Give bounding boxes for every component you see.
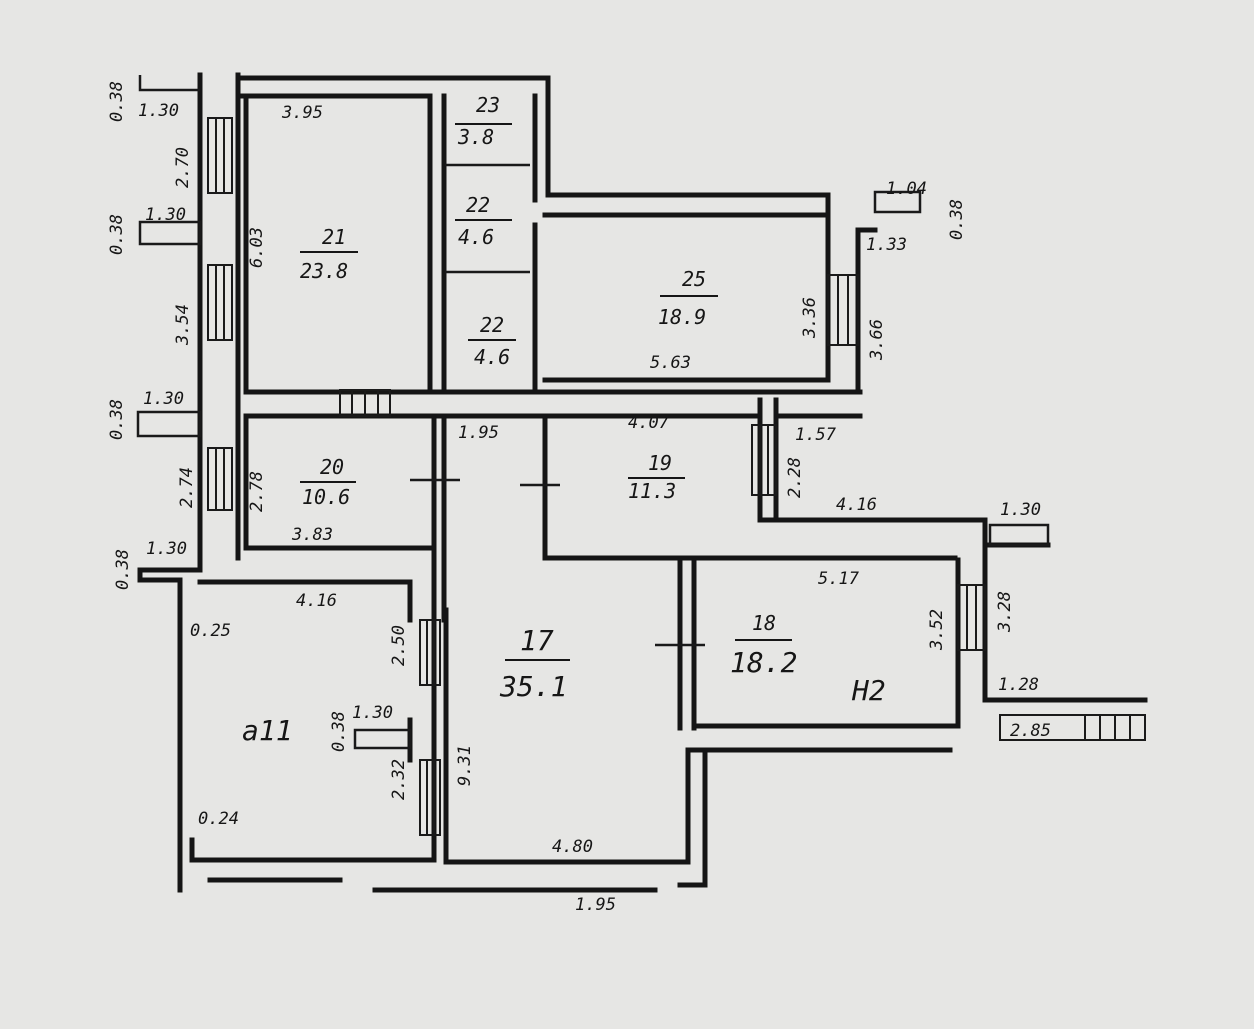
dim-20: 0.38 — [329, 711, 349, 752]
dim-37: 5.17 — [818, 569, 860, 589]
room-17-area: 35.1 — [499, 670, 567, 703]
windows — [136, 75, 1146, 836]
dim-17: 4.16 — [296, 591, 337, 611]
room-18-number: 18 — [752, 611, 776, 635]
dim-16: 1.30 — [146, 539, 187, 559]
dim-3: 2.70 — [173, 147, 193, 188]
dim-7: 3.54 — [173, 304, 193, 346]
dim-29: 1.33 — [866, 235, 907, 255]
dim-9: 1.30 — [143, 389, 184, 409]
walls — [137, 72, 1148, 893]
label-h2: H2 — [851, 674, 886, 707]
dim-15: 0.38 — [113, 549, 133, 590]
dim-24: 0.24 — [198, 809, 239, 829]
room-17-number: 17 — [520, 624, 554, 657]
room-22-number: 22 — [480, 313, 504, 337]
dim-34: 2.28 — [785, 457, 805, 498]
ledge-east — [988, 523, 1050, 547]
dim-28: 0.38 — [947, 199, 967, 240]
dim-25: 4.80 — [552, 837, 593, 857]
window-room-19 — [751, 424, 777, 496]
room-22-area: 4.6 — [474, 345, 510, 369]
dim-39: 3.28 — [995, 591, 1015, 633]
dim-21: 1.30 — [352, 703, 393, 723]
room-20-number: 20 — [320, 455, 344, 479]
dim-13: 1.95 — [458, 423, 499, 443]
dim-4: 0.38 — [107, 214, 127, 255]
dim-5: 1.30 — [145, 205, 186, 225]
room-25-number: 25 — [682, 267, 706, 291]
ledge-west-3 — [136, 410, 202, 438]
dim-1: 1.30 — [138, 101, 179, 121]
room-18-area: 18.2 — [730, 646, 797, 679]
dim-22: 2.32 — [389, 759, 409, 800]
ledge-west-1 — [138, 75, 200, 92]
room-25-area: 18.9 — [658, 305, 706, 329]
dim-36: 1.30 — [1000, 500, 1041, 520]
dim-19: 2.50 — [389, 625, 409, 666]
dim-6: 6.03 — [247, 227, 267, 268]
dim-0: 0.38 — [107, 81, 127, 122]
room-labels: 21 23.8 23 3.8 22 4.6 22 4.6 25 18.9 20 … — [242, 93, 886, 747]
dim-23: 9.31 — [455, 745, 475, 786]
room-21-area: 23.8 — [300, 259, 348, 283]
window-room-25 — [827, 274, 859, 346]
dim-30: 3.36 — [800, 297, 820, 339]
window-west-1 — [207, 117, 233, 194]
window-corridor — [339, 389, 391, 417]
room-20-area: 10.6 — [302, 485, 350, 509]
dim-14: 4.07 — [628, 413, 670, 433]
dimensions: 0.38 1.30 3.95 2.70 0.38 1.30 6.03 3.54 … — [107, 81, 1051, 915]
room-19-number: 19 — [648, 451, 672, 475]
stair-south-east — [999, 714, 1146, 741]
label-a11: a11 — [242, 714, 293, 747]
dim-35: 4.16 — [836, 495, 877, 515]
room-23-number: 22 — [466, 193, 490, 217]
window-room-18 — [957, 584, 986, 651]
dim-31: 3.66 — [867, 319, 887, 361]
dim-38: 3.52 — [927, 609, 947, 651]
window-west-2 — [207, 264, 233, 341]
window-a11-1 — [419, 619, 441, 686]
room-19-area: 11.3 — [628, 479, 676, 503]
dim-8: 0.38 — [107, 399, 127, 440]
dim-33: 1.57 — [795, 425, 837, 445]
dim-18: 0.25 — [190, 621, 231, 641]
dim-10: 2.74 — [177, 467, 197, 508]
room-21-number: 21 — [322, 225, 346, 249]
window-west-3 — [207, 447, 233, 511]
dim-41: 2.85 — [1010, 721, 1051, 741]
window-a11-2 — [419, 759, 441, 836]
dim-26: 1.95 — [575, 895, 616, 915]
ledge-west-2 — [138, 220, 202, 246]
ledge-a11 — [353, 728, 412, 750]
ledge-north-east — [873, 190, 922, 214]
dim-11: 2.78 — [247, 471, 267, 512]
room-23-area: 4.6 — [458, 225, 494, 249]
dim-32: 5.63 — [650, 353, 691, 373]
dim-12: 3.83 — [291, 525, 333, 545]
dim-27: 1.04 — [886, 179, 927, 199]
dim-2: 3.95 — [281, 103, 323, 123]
dim-40: 1.28 — [998, 675, 1039, 695]
room-24-area: 3.8 — [457, 125, 494, 149]
room-24-number: 23 — [476, 93, 500, 117]
